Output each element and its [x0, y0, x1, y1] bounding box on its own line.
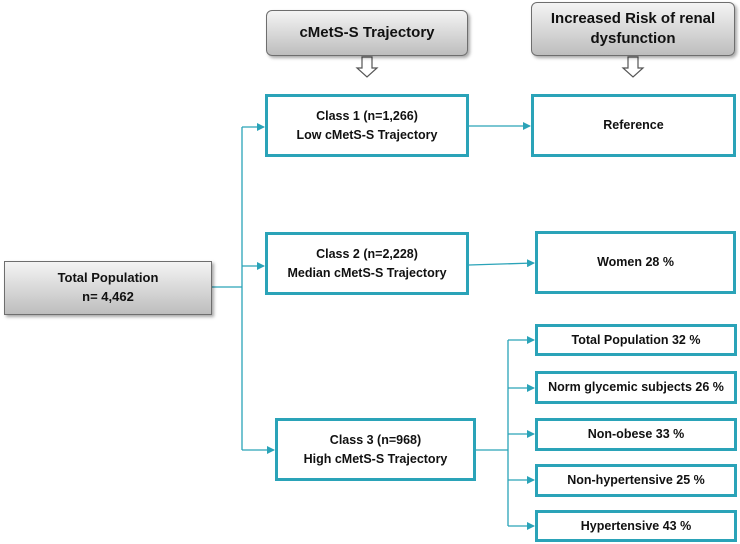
- class3-box: Class 3 (n=968) High cMetS-S Trajectory: [275, 418, 476, 481]
- header-renal-risk-line1: Increased Risk of renal: [550, 9, 716, 27]
- result-class2-label: Women 28 %: [597, 255, 674, 270]
- header-trajectory: cMetS-S Trajectory: [266, 10, 468, 56]
- connector-class2-result: [468, 259, 535, 268]
- class1-box: Class 1 (n=1,266) Low cMetS-S Trajectory: [265, 94, 469, 157]
- down-arrow-icon: [355, 56, 379, 78]
- total-population-box: Total Population n= 4,462: [4, 261, 212, 315]
- class3-title: Class 3 (n=968): [329, 433, 422, 448]
- result-class3-label: Total Population 32 %: [571, 332, 701, 347]
- result-class3-label: Norm glycemic subjects 26 %: [548, 380, 724, 395]
- result-class3-label: Hypertensive 43 %: [580, 518, 692, 533]
- class2-trajectory: Median cMetS-S Trajectory: [287, 265, 447, 280]
- header-trajectory-label: cMetS-S Trajectory: [299, 23, 435, 41]
- result-class3-label: Non-obese 33 %: [587, 427, 685, 442]
- class3-trajectory: High cMetS-S Trajectory: [303, 451, 448, 466]
- class2-box: Class 2 (n=2,228) Median cMetS-S Traject…: [265, 232, 469, 295]
- total-population-label: Total Population: [57, 270, 159, 286]
- total-population-count: n= 4,462: [82, 289, 134, 304]
- result-class3-box: Non-hypertensive 25 %: [535, 464, 737, 497]
- down-arrow-icon: [621, 56, 645, 78]
- result-class3-label: Non-hypertensive 25 %: [567, 473, 705, 488]
- class1-trajectory: Low cMetS-S Trajectory: [296, 127, 438, 142]
- result-class2-box: Women 28 %: [535, 231, 736, 294]
- result-class1-box: Reference: [531, 94, 736, 157]
- result-class3-box: Total Population 32 %: [535, 324, 737, 356]
- result-class1-label: Reference: [603, 118, 664, 133]
- result-class3-box: Norm glycemic subjects 26 %: [535, 371, 737, 404]
- header-renal-risk: Increased Risk of renal dysfunction: [531, 2, 735, 56]
- result-class3-box: Hypertensive 43 %: [535, 510, 737, 542]
- class1-title: Class 1 (n=1,266): [316, 109, 418, 124]
- header-renal-risk-line2: dysfunction: [590, 30, 676, 47]
- class2-title: Class 2 (n=2,228): [316, 247, 418, 262]
- result-class3-box: Non-obese 33 %: [535, 418, 737, 451]
